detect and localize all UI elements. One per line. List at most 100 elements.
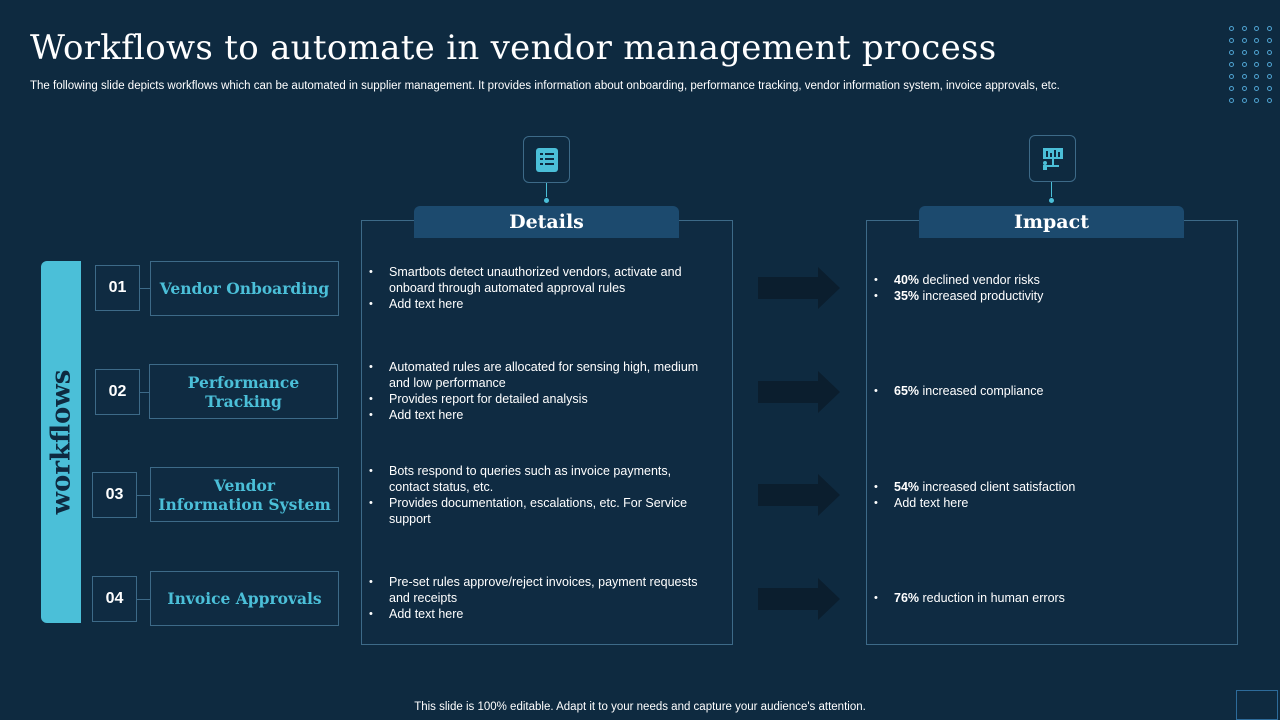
details-header: Details — [414, 206, 679, 238]
impact-text: increased client satisfaction — [919, 480, 1076, 494]
details-list: Bots respond to queries such as invoice … — [369, 463, 689, 527]
workflow-name-line-2: Information System — [158, 494, 331, 514]
details-item: Add text here — [369, 296, 714, 312]
arrow-icon — [758, 267, 840, 309]
decoration-dot — [1229, 38, 1234, 43]
decoration-dot — [1241, 86, 1247, 91]
decoration-dot — [1266, 86, 1272, 91]
arrow-icon — [758, 371, 840, 413]
details-list: Automated rules are allocated for sensin… — [369, 359, 719, 423]
arrow-icon — [758, 474, 840, 516]
list-icon — [535, 147, 558, 172]
impact-item: 35% increased productivity — [874, 288, 1214, 304]
impact-list: 54% increased client satisfaction Add te… — [874, 479, 1214, 511]
details-item: Smartbots detect unauthorized vendors, a… — [369, 264, 714, 296]
decoration-dot — [1254, 62, 1259, 67]
impact-item: 54% increased client satisfaction — [874, 479, 1214, 495]
impact-item: 40% declined vendor risks — [874, 272, 1214, 288]
decoration-dot — [1254, 26, 1259, 31]
decoration-dot — [1241, 50, 1247, 55]
slide-title: Workflows to automate in vendor manageme… — [30, 28, 997, 68]
details-item: Bots respond to queries such as invoice … — [369, 463, 689, 495]
impact-text: increased compliance — [919, 384, 1044, 398]
impact-icon-box — [1029, 135, 1076, 182]
row-connector — [137, 495, 150, 496]
row-connector — [140, 288, 150, 289]
workflows-side-bar — [41, 261, 81, 623]
row-connector — [137, 599, 150, 600]
decoration-dot — [1229, 86, 1234, 91]
workflow-name: Vendor Onboarding — [159, 279, 330, 298]
decoration-dot — [1266, 26, 1272, 31]
details-item: Provides documentation, escalations, etc… — [369, 495, 689, 527]
decoration-dot — [1266, 38, 1272, 43]
impact-text: Add text here — [894, 496, 969, 510]
details-item: Pre-set rules approve/reject invoices, p… — [369, 574, 719, 606]
details-list: Smartbots detect unauthorized vendors, a… — [369, 264, 714, 312]
workflow-name: Performance Tracking — [187, 372, 300, 411]
arrow-icon — [758, 578, 840, 620]
impact-list: 65% increased compliance — [874, 383, 1214, 399]
details-item: Add text here — [369, 407, 719, 423]
impact-stem — [1051, 182, 1052, 200]
details-item: Add text here — [369, 606, 719, 622]
decoration-dot — [1266, 50, 1272, 55]
decoration-dot — [1229, 26, 1234, 31]
details-list: Pre-set rules approve/reject invoices, p… — [369, 574, 719, 622]
presentation-icon — [1042, 147, 1063, 170]
workflow-name-line-1: Vendor — [213, 475, 276, 495]
impact-text: reduction in human errors — [919, 591, 1065, 605]
decoration-dot — [1254, 50, 1259, 55]
impact-value: 76% — [894, 591, 920, 605]
details-item: Automated rules are allocated for sensin… — [369, 359, 719, 391]
decoration-dot — [1254, 86, 1259, 91]
decoration-dot — [1229, 50, 1234, 55]
decoration-dot — [1229, 62, 1234, 67]
decoration-dot — [1241, 62, 1247, 67]
impact-list: 40% declined vendor risks 35% increased … — [874, 272, 1214, 304]
impact-item: 76% reduction in human errors — [874, 590, 1214, 606]
slide-subtitle: The following slide depicts workflows wh… — [30, 80, 1060, 92]
impact-text: increased productivity — [919, 289, 1044, 303]
details-icon-box — [523, 136, 570, 183]
impact-stem-dot — [1048, 197, 1055, 204]
workflow-vendor-information-system: Vendor Information System — [150, 467, 339, 522]
impact-list: 76% reduction in human errors — [874, 590, 1214, 606]
decoration-dot — [1229, 74, 1234, 79]
details-stem — [546, 183, 547, 200]
decoration-dot — [1254, 74, 1259, 79]
impact-value: 54% — [894, 480, 920, 494]
footer-note: This slide is 100% editable. Adapt it to… — [414, 701, 866, 713]
impact-value: 40% — [894, 273, 920, 287]
impact-value: 35% — [894, 289, 920, 303]
row-connector — [140, 392, 150, 393]
decoration-dot — [1241, 26, 1247, 31]
decoration-dot — [1266, 98, 1272, 103]
workflow-number: 04 — [92, 576, 137, 622]
decoration-dot — [1254, 98, 1259, 103]
impact-header: Impact — [919, 206, 1184, 238]
workflow-name: Invoice Approvals — [167, 589, 322, 608]
workflows-side-label: workflows — [41, 261, 81, 623]
impact-value: 65% — [894, 384, 920, 398]
dot-grid-decoration — [1229, 26, 1272, 103]
corner-decoration — [1236, 690, 1278, 720]
details-stem-dot — [543, 197, 550, 204]
workflow-number: 01 — [95, 265, 140, 311]
decoration-dot — [1241, 74, 1247, 79]
decoration-dot — [1241, 98, 1247, 103]
decoration-dot — [1254, 38, 1259, 43]
decoration-dot — [1266, 74, 1272, 79]
workflow-invoice-approvals: Invoice Approvals — [150, 571, 339, 626]
decoration-dot — [1241, 38, 1247, 43]
impact-item: Add text here — [874, 495, 1214, 511]
impact-item: 65% increased compliance — [874, 383, 1214, 399]
workflow-number: 02 — [95, 369, 140, 415]
decoration-dot — [1266, 62, 1272, 67]
workflow-number: 03 — [92, 472, 137, 518]
details-item: Provides report for detailed analysis — [369, 391, 719, 407]
side-label-text: workflows — [46, 369, 77, 515]
decoration-dot — [1229, 98, 1234, 103]
workflow-performance-tracking: Performance Tracking — [149, 364, 338, 419]
workflow-vendor-onboarding: Vendor Onboarding — [150, 261, 339, 316]
